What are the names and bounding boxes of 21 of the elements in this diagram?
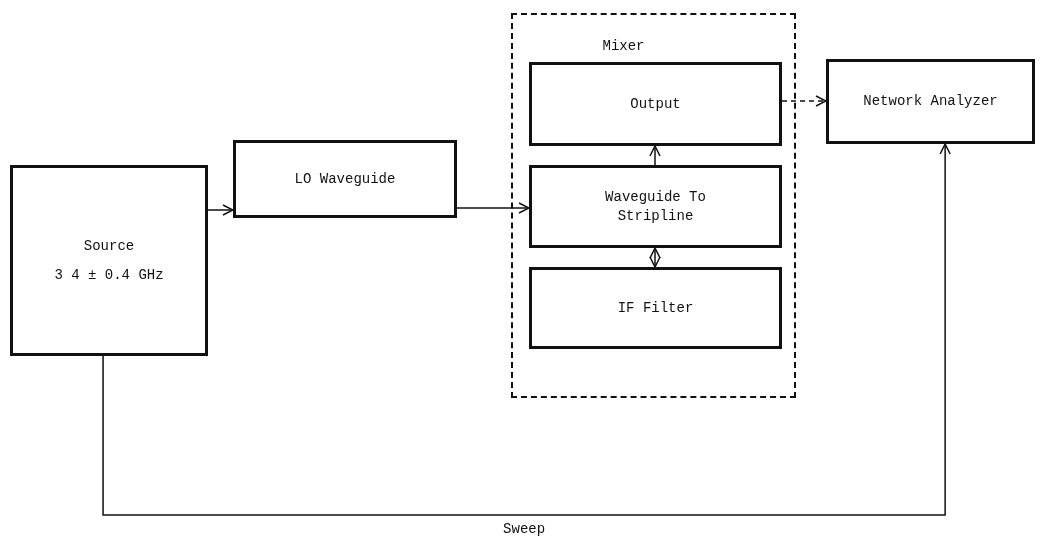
block-label: Network Analyzer — [863, 92, 998, 111]
block-box — [826, 59, 1035, 144]
block-box — [529, 165, 782, 248]
block-label: LO Waveguide — [294, 169, 396, 189]
block-box — [233, 140, 457, 218]
block-box — [529, 62, 782, 146]
block-label: IF Filter — [617, 298, 694, 318]
block-label: 3 4 ± 0.4 GHz — [54, 265, 164, 285]
arrow — [456, 202, 530, 214]
arrow — [649, 247, 661, 268]
arrow — [207, 204, 234, 216]
block-box — [529, 267, 782, 349]
group-title: Mixer — [602, 37, 645, 56]
block-box — [10, 165, 208, 356]
arrow — [649, 145, 661, 166]
arrow — [102, 143, 951, 516]
block-label: Output — [630, 94, 681, 114]
block-label: Source — [83, 236, 135, 256]
arrow — [781, 95, 827, 107]
block-label: Waveguide To Stripline — [604, 187, 707, 226]
dashed-group-box — [511, 13, 796, 398]
